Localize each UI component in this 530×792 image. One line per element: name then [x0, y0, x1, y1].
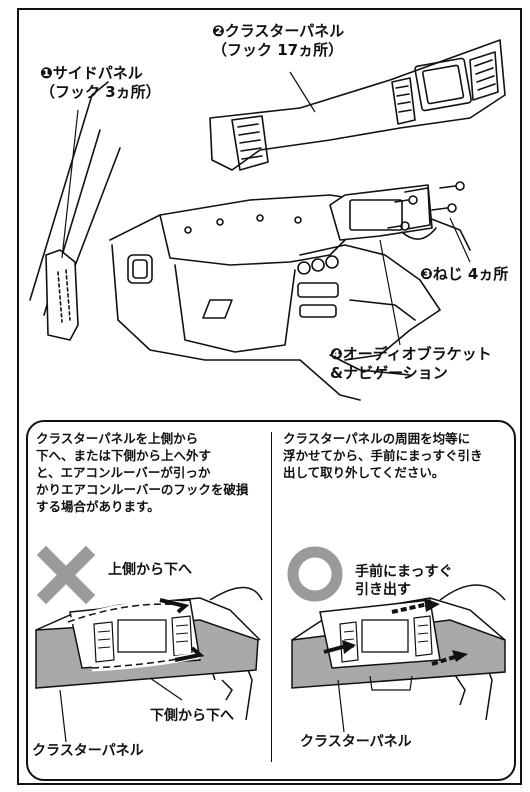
wrong-panel-caption: クラスターパネル	[32, 743, 144, 759]
audio-bracket-label: ❹オーディオブラケット &ナビゲーション	[330, 345, 492, 382]
right-panel-caption: クラスターパネル	[300, 734, 412, 750]
notes-divider	[271, 432, 272, 762]
right-caption: 手前にまっすぐ 引き出す	[355, 564, 453, 598]
dashboard-exploded-illustration	[29, 39, 506, 401]
cluster-panel-label: ❷クラスターパネル （フック 17ヵ所）	[212, 22, 345, 59]
left-note-text: クラスターパネルを上側から 下へ、または下側から上へ外す と、エアコンルーバーが…	[36, 431, 249, 514]
wrong-top-caption: 上側から下へ	[108, 562, 192, 578]
right-note-text: クラスターパネルの周囲を均等に 浮かせてから、手前にまっすぐ引き 出して取り外し…	[283, 431, 483, 480]
wrong-bottom-caption: 下側から下へ	[150, 708, 234, 724]
side-panel-label: ❶サイドパネル （フック 3ヵ所）	[40, 64, 161, 101]
screws-label: ❸ねじ 4ヵ所	[420, 265, 509, 283]
